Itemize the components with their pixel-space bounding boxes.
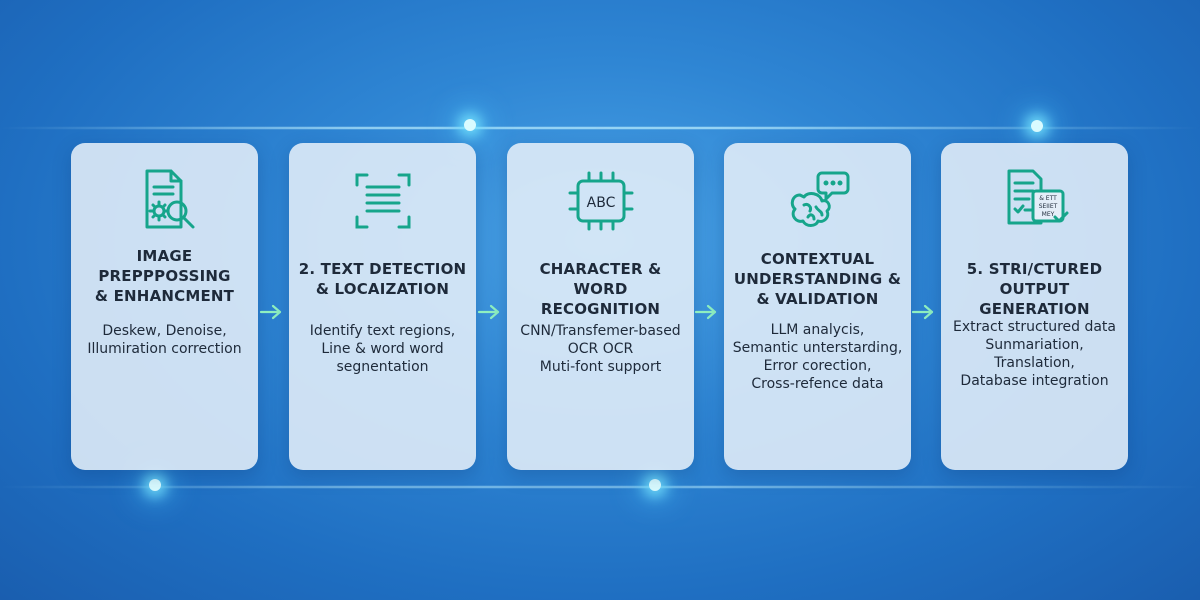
- svg-text:ABC: ABC: [586, 195, 615, 211]
- step-description: LLM analycis, Semantic unterstarding, Er…: [732, 322, 903, 392]
- arrow-right-icon: [259, 304, 282, 320]
- step-description: Extract structured data Sunmariation, Tr…: [953, 319, 1116, 389]
- glow-dot: [464, 119, 476, 131]
- structured-document-check-icon: & ETT SEIIET MEY: [1007, 169, 1068, 225]
- step-card-4: CONTEXTUAL UNDERSTANDING & & VALIDATION …: [724, 143, 911, 470]
- glow-dot: [1031, 120, 1043, 132]
- step-card-3: ABC CHARACTER & WORD RECOGNITION CNN/Tra…: [507, 143, 694, 470]
- step-description: Identify text regions, Line & word word …: [309, 323, 456, 375]
- step-title: CHARACTER & WORD RECOGNITION: [539, 260, 662, 318]
- glow-dot: [149, 479, 161, 491]
- svg-text:& ETT: & ETT: [1039, 195, 1057, 202]
- glow-line-bottom: [0, 486, 1200, 488]
- step-description: Deskew, Denoise, Illumiration correction: [87, 323, 242, 357]
- step-title: IMAGE PREPPPOSSING & ENHANCMENT: [94, 247, 235, 305]
- step-description: CNN/Transfemer-based OCR OCR Muti-font s…: [520, 323, 681, 375]
- svg-text:MEY: MEY: [1041, 211, 1054, 218]
- brain-chat-icon: [790, 171, 849, 227]
- step-card-2: 2. TEXT DETECTION & LOCAIZATION Identify…: [289, 143, 476, 470]
- abc-chip-icon: ABC: [568, 171, 633, 231]
- step-card-5: & ETT SEIIET MEY 5. STRI/CTURED OUTPUT G…: [941, 143, 1128, 470]
- glow-line-top: [0, 127, 1200, 129]
- document-magnifier-gear-icon: [145, 169, 194, 229]
- scan-frame-text-icon: [355, 173, 410, 229]
- arrow-right-icon: [911, 304, 934, 320]
- glow-dot: [649, 479, 661, 491]
- arrow-right-icon: [477, 304, 500, 320]
- step-title: 2. TEXT DETECTION & LOCAIZATION: [298, 260, 467, 298]
- step-card-1: IMAGE PREPPPOSSING & ENHANCMENT Deskew, …: [71, 143, 258, 470]
- arrow-right-icon: [694, 304, 717, 320]
- svg-text:SEIIET: SEIIET: [1038, 203, 1057, 210]
- step-title: CONTEXTUAL UNDERSTANDING & & VALIDATION: [733, 250, 902, 308]
- step-title: 5. STRI/CTURED OUTPUT GENERATION: [966, 260, 1103, 318]
